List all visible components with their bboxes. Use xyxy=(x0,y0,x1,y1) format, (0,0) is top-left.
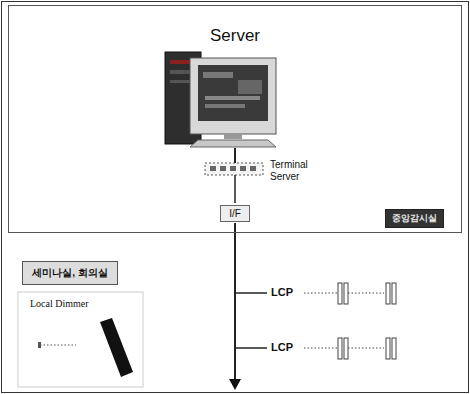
trunk-line xyxy=(234,223,236,380)
terminal-server-device xyxy=(205,163,263,175)
panel-label: LCP xyxy=(271,286,293,299)
device-label: Local Dimmer xyxy=(30,298,89,310)
room-tag: 중앙감시실 xyxy=(385,209,444,228)
box-text: 중앙감시실 xyxy=(392,212,437,225)
panel-heading: Server xyxy=(9,26,461,46)
wire xyxy=(234,175,236,203)
server-panel: ServerI/F 중앙감시실 xyxy=(8,5,462,233)
local-dimmer-illustration xyxy=(18,292,143,387)
wire xyxy=(234,148,236,163)
box-text: I/F xyxy=(229,208,241,219)
lcp-branch xyxy=(235,283,396,304)
panel-label: LCP xyxy=(271,341,293,354)
device-label: Terminal Server xyxy=(270,159,322,182)
lcp-branch xyxy=(235,338,396,359)
room-box: 세미나실, 회의실 xyxy=(22,261,118,285)
computer-illustration xyxy=(165,52,276,147)
box-text: 세미나실, 회의실 xyxy=(32,266,108,280)
interface-box: I/F xyxy=(220,205,250,222)
arrowhead xyxy=(229,379,241,390)
